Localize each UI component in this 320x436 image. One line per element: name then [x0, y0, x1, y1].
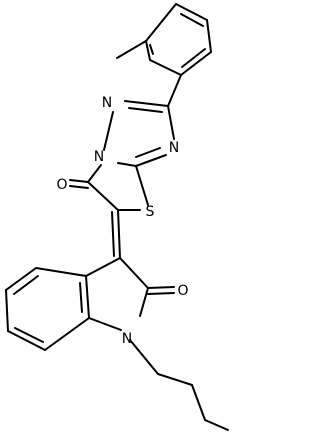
atom-o-indole: O: [177, 283, 188, 299]
bond-indole: [85, 257, 121, 277]
bond-carbonyl: [69, 179, 89, 183]
bond-triazole: [103, 111, 114, 151]
bond-tolyl: [145, 40, 151, 61]
bond-methyl: [116, 40, 147, 59]
bond-benzo: [35, 267, 87, 277]
bond-triazole-inner: [135, 147, 161, 158]
bond-butyl: [191, 384, 206, 421]
bond-triazole: [135, 154, 167, 167]
bond-triazole: [117, 162, 137, 167]
bond-benzo: [5, 267, 37, 291]
atom-n3: N: [94, 149, 104, 165]
bond-tolyl-inner: [149, 44, 154, 55]
bond-exocyclic: [111, 211, 115, 257]
bond-triazole: [167, 105, 175, 140]
bond-tolyl-inner: [180, 13, 204, 27]
bond-butyl: [157, 373, 193, 386]
atom-n1: N: [102, 95, 112, 111]
atom-n2: N: [169, 140, 179, 156]
bond-benzo-inner: [13, 275, 39, 295]
bond-tolyl: [206, 19, 212, 53]
chemical-structure: N N N S O N O: [5, 3, 229, 431]
atom-o-thiazol: O: [56, 177, 67, 193]
bond-benzo-inner: [79, 282, 83, 313]
bond-benzo-inner: [14, 327, 44, 343]
bond-triazole-inner: [128, 107, 163, 113]
bond-tolyl: [149, 59, 182, 76]
bond-benzo: [44, 317, 90, 351]
bond-indole: [119, 257, 149, 289]
atom-s: S: [146, 204, 155, 220]
bond-tolyl: [180, 51, 212, 76]
bond-benzo: [7, 330, 46, 351]
bond-carbonyl: [147, 292, 175, 295]
bond-carbonyl: [69, 185, 89, 189]
bonds: [5, 3, 229, 431]
bond-benzo: [5, 289, 9, 332]
bond-butyl: [204, 419, 229, 431]
bond-tolyl: [175, 3, 208, 21]
atom-n-indole: N: [122, 331, 132, 347]
bond-carbonyl: [147, 286, 175, 289]
bond-thiazole: [135, 165, 149, 206]
atom-labels: N N N S O N O: [56, 95, 188, 347]
bond-thiazole: [87, 181, 119, 211]
bond-indole: [139, 287, 149, 317]
bond-indole: [88, 317, 122, 331]
bond-triazole: [124, 100, 169, 107]
bond-thiazole: [87, 164, 102, 183]
bond-tolyl-inner: [181, 48, 206, 68]
bond-aryl-triazole: [167, 74, 182, 107]
bond-butyl: [129, 339, 159, 375]
bond-tolyl: [145, 3, 177, 42]
bond-indole: [85, 275, 90, 319]
bond-exocyclic: [117, 209, 121, 259]
